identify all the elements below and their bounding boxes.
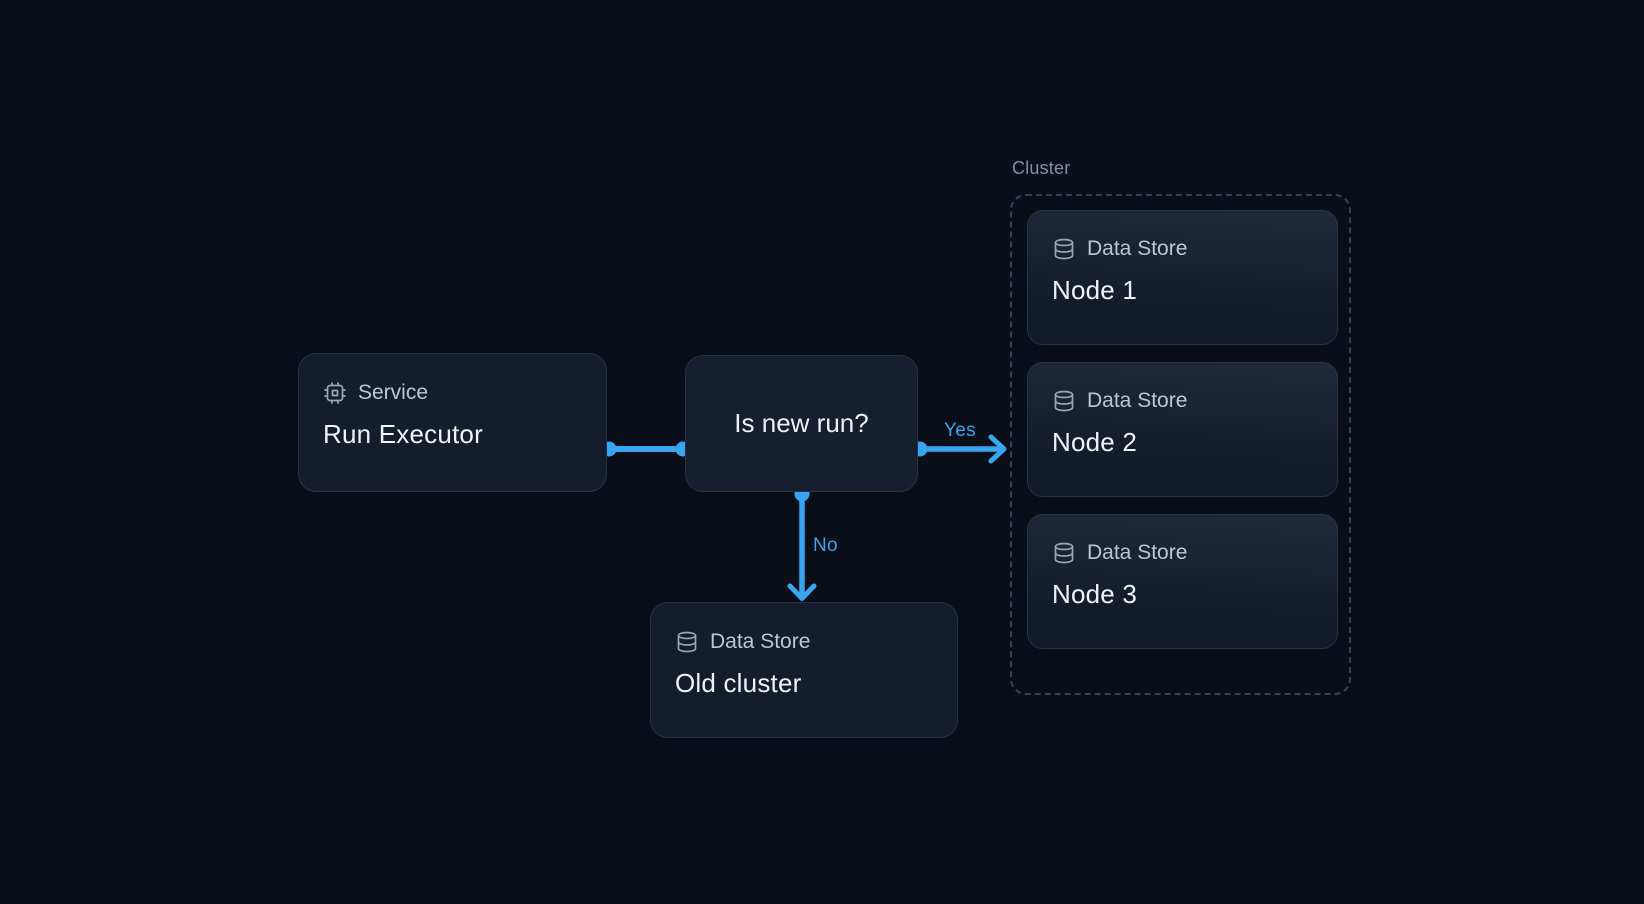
node-cluster-node-2[interactable]: Data Store Node 2 [1027,362,1338,497]
node-cluster-node-3-title: Node 3 [1052,579,1138,609]
edge-decision-to-old-cluster [787,486,817,601]
node-service-type-label: Service [358,381,429,404]
node-service-title: Run Executor [323,419,483,449]
node-cluster-node-1-type-label: Data Store [1087,237,1188,260]
edge-label-yes: Yes [944,420,976,441]
database-icon [1052,237,1076,261]
edge-service-to-decision [601,441,691,457]
node-cluster-node-3-type-label: Data Store [1087,541,1188,564]
database-icon [1052,541,1076,565]
node-old-cluster-header: Data Store [675,630,933,654]
node-cluster-node-1-title: Node 1 [1052,275,1138,305]
node-decision[interactable]: Is new run? [685,355,918,492]
cluster-label: Cluster [1012,158,1071,178]
node-decision-title: Is new run? [734,408,869,438]
node-cluster-node-2-header: Data Store [1052,389,1313,413]
node-old-cluster-type-label: Data Store [710,630,811,653]
node-service-header: Service [323,381,582,405]
database-icon [675,630,699,654]
cluster-group: Data Store Node 1 Data Store Node 2 [1010,194,1351,695]
node-cluster-node-3-header: Data Store [1052,541,1313,565]
node-cluster-node-2-type-label: Data Store [1087,389,1188,412]
cpu-icon [323,381,347,405]
node-old-cluster[interactable]: Data Store Old cluster [650,602,958,738]
node-cluster-node-3[interactable]: Data Store Node 3 [1027,514,1338,649]
node-service[interactable]: Service Run Executor [298,353,607,492]
node-cluster-node-2-title: Node 2 [1052,427,1138,457]
node-cluster-node-1[interactable]: Data Store Node 1 [1027,210,1338,345]
database-icon [1052,389,1076,413]
edge-label-no: No [813,535,838,556]
node-cluster-node-1-header: Data Store [1052,237,1313,261]
node-old-cluster-title: Old cluster [675,668,802,698]
